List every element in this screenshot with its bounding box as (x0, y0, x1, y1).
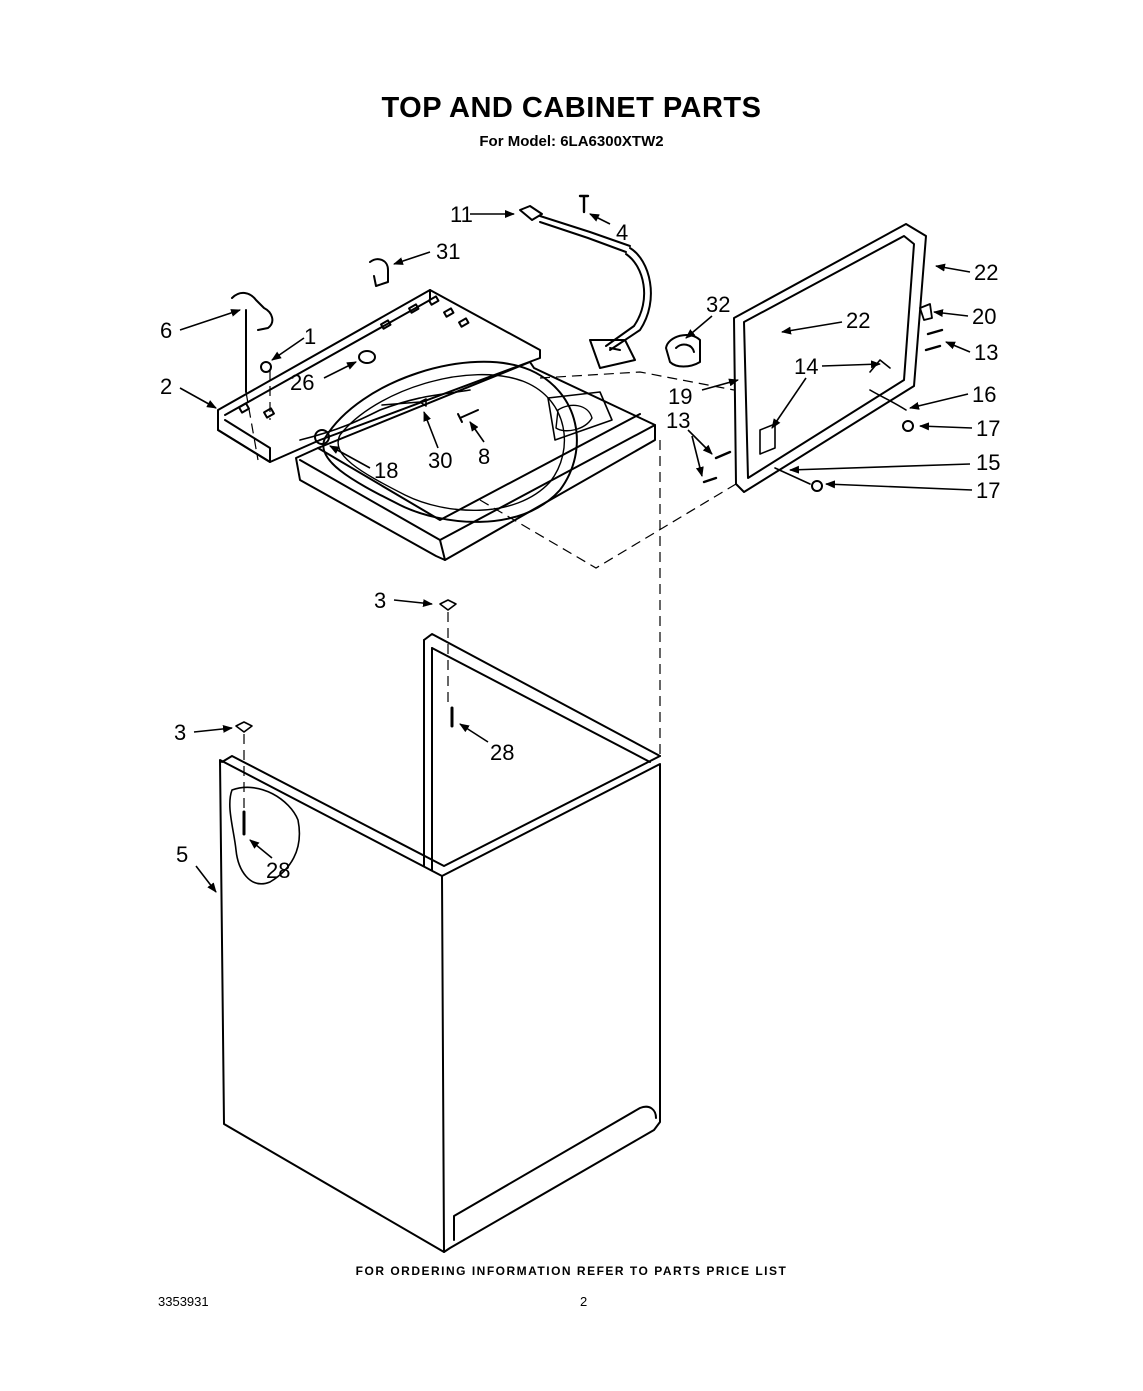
callout-13: 13 (974, 340, 998, 365)
rear-bracket (217, 289, 541, 463)
model-subtitle: For Model: 6LA6300XTW2 (479, 133, 664, 150)
callout-26: 26 (290, 370, 314, 395)
bumper-part (902, 420, 914, 432)
callout-22: 22 (846, 308, 870, 333)
callout-15: 15 (976, 450, 1000, 475)
screw-part (457, 409, 479, 423)
screw-part (260, 361, 272, 373)
assembly-guide-lines (243, 370, 737, 812)
washer-cabinet (219, 633, 661, 1253)
callout-3: 3 (174, 720, 186, 745)
clip-part (919, 303, 933, 321)
pin-part (381, 398, 427, 407)
clip-part (235, 721, 253, 733)
bumper-part (811, 480, 823, 492)
washer-top-panel (295, 360, 656, 561)
callout-3: 3 (374, 588, 386, 613)
callout-17: 17 (976, 416, 1000, 441)
callout-6: 6 (160, 318, 172, 343)
callout-28: 28 (266, 858, 290, 883)
hinge-cover-part (665, 333, 701, 368)
page-number: 2 (580, 1294, 588, 1309)
callout-5: 5 (176, 842, 188, 867)
clip-part (369, 258, 389, 287)
document-number: 3353931 (158, 1294, 209, 1309)
clip-part (231, 292, 274, 393)
callout-18: 18 (374, 458, 398, 483)
callout-labels: 11 4 31 6 1 26 2 18 30 8 32 19 22 22 20 … (160, 202, 1000, 883)
callout-17: 17 (976, 478, 1000, 503)
callout-32: 32 (706, 292, 730, 317)
callout-19: 19 (668, 384, 692, 409)
callout-22: 22 (974, 260, 998, 285)
hinge-bushing (314, 429, 330, 445)
callout-2: 2 (160, 374, 172, 399)
screw-part (702, 328, 944, 484)
hinge-rod (299, 389, 471, 441)
washer-lid (733, 223, 927, 493)
callout-4: 4 (616, 220, 628, 245)
callout-16: 16 (972, 382, 996, 407)
clip-part (439, 599, 457, 611)
page-title: TOP AND CABINET PARTS (381, 92, 762, 124)
callout-1: 1 (304, 324, 316, 349)
callout-20: 20 (972, 304, 996, 329)
callout-13: 13 (666, 408, 690, 433)
callout-8: 8 (478, 444, 490, 469)
callout-28: 28 (490, 740, 514, 765)
ordering-note: FOR ORDERING INFORMATION REFER TO PARTS … (355, 1264, 788, 1278)
callout-30: 30 (428, 448, 452, 473)
screw-part (578, 194, 590, 214)
callout-14: 14 (794, 354, 818, 379)
leader-lines (179, 210, 973, 893)
lid-switch-assembly (519, 205, 652, 369)
callout-31: 31 (436, 239, 460, 264)
callout-11: 11 (450, 202, 473, 227)
grommet-part (358, 350, 376, 364)
